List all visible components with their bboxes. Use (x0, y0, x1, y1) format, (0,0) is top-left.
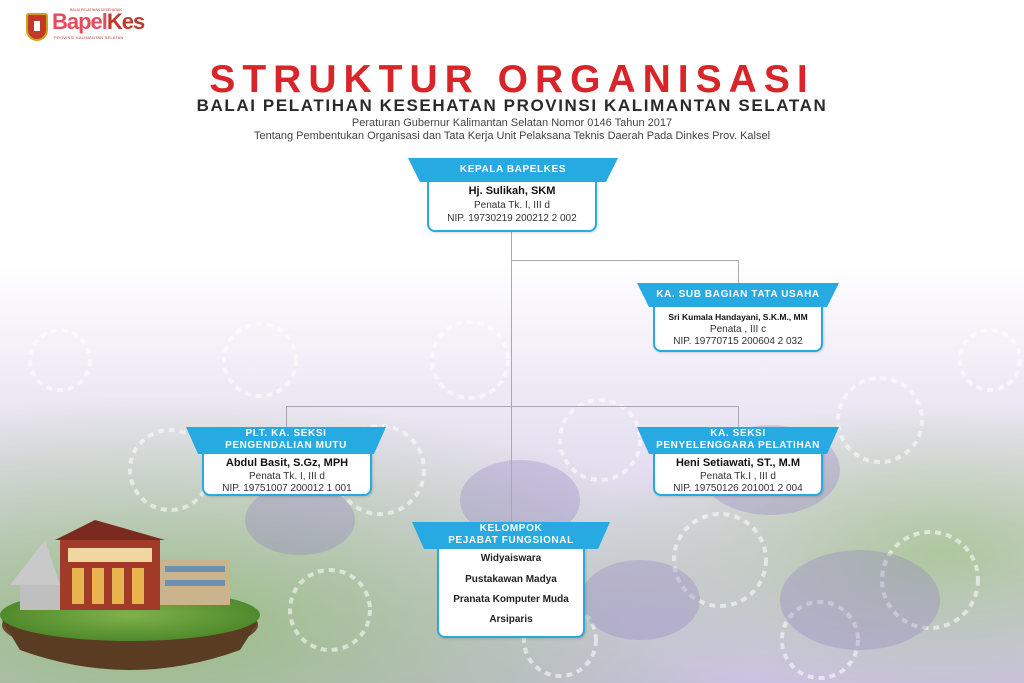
regulation-line-2: Tentang Pembentukan Organisasi dan Tata … (253, 130, 771, 142)
tata-usaha-rank: Penata , III c (709, 324, 767, 335)
fungsional-header-line-2: PEJABAT FUNGSIONAL (448, 535, 574, 546)
regulation-line-1: Peraturan Gubernur Kalimantan Selatan No… (351, 117, 673, 129)
logo-wordmark: BapelKes (52, 9, 145, 34)
logo-top-caption: BALAI PELATIHAN KESEHATAN (70, 8, 122, 12)
fungsional-header-line-1: KELOMPOK (479, 523, 543, 534)
kepala-rank: Penata Tk. I, III d (474, 200, 550, 211)
pengendalian-nip: NIP. 19751007 200012 1 001 (222, 483, 352, 494)
pengendalian-header-line-1: PLT. KA. SEKSI (245, 428, 327, 439)
page-title: STRUKTUR ORGANISASI (209, 58, 815, 101)
kepala-nip: NIP. 19730219 200212 2 002 (447, 213, 577, 224)
fungsional-header: KELOMPOK PEJABAT FUNGSIONAL (412, 522, 610, 549)
tata-usaha-nip: NIP. 19770715 200604 2 032 (673, 336, 803, 347)
connector-seksi-horizontal (286, 406, 739, 407)
fungsional-item: Widyaiswara (480, 553, 542, 564)
penyelenggara-name: Heni Setiawati, ST., M.M (675, 457, 801, 469)
fungsional-card: Widyaiswara Pustakawan Madya Pranata Kom… (437, 535, 585, 638)
province-emblem-icon (26, 13, 48, 41)
pengendalian-header: PLT. KA. SEKSI PENGENDALIAN MUTU (186, 427, 386, 454)
tata-usaha-header: KA. SUB BAGIAN TATA USAHA (637, 283, 839, 307)
bapelkes-logo: BALAI PELATIHAN KESEHATAN BapelKes PROVI… (26, 8, 166, 45)
penyelenggara-nip: NIP. 19750126 201001 2 004 (673, 483, 803, 494)
pengendalian-name: Abdul Basit, S.Gz, MPH (225, 457, 349, 469)
penyelenggara-header-line-1: KA. SEKSI (710, 428, 766, 439)
connector-tata-usaha-horizontal (511, 260, 739, 261)
tata-usaha-name: Sri Kumala Handayani, S.K.M., MM (668, 312, 808, 322)
connector-trunk (511, 232, 512, 522)
page-subtitle: BALAI PELATIHAN KESEHATAN PROVINSI KALIM… (196, 96, 828, 115)
penyelenggara-header-line-2: PENYELENGGARA PELATIHAN (656, 440, 820, 451)
pengendalian-rank: Penata Tk. I, III d (249, 471, 325, 482)
pengendalian-header-line-2: PENGENDALIAN MUTU (225, 440, 347, 451)
kepala-header: KEPALA BAPELKES (408, 158, 618, 182)
penyelenggara-header: KA. SEKSI PENYELENGGARA PELATIHAN (637, 427, 839, 454)
kepala-name: Hj. Sulikah, SKM (468, 185, 556, 197)
connector-pengendalian-vertical (286, 406, 287, 428)
connector-tata-usaha-vertical (738, 260, 739, 284)
connector-penyelenggara-vertical (738, 406, 739, 428)
fungsional-item: Pranata Komputer Muda (453, 594, 569, 605)
fungsional-item: Arsiparis (489, 614, 533, 625)
logo-tagline: PROVINSI KALIMANTAN SELATAN (54, 35, 124, 40)
penyelenggara-rank: Penata Tk.I , III d (700, 471, 776, 482)
fungsional-item: Pustakawan Madya (465, 574, 557, 585)
